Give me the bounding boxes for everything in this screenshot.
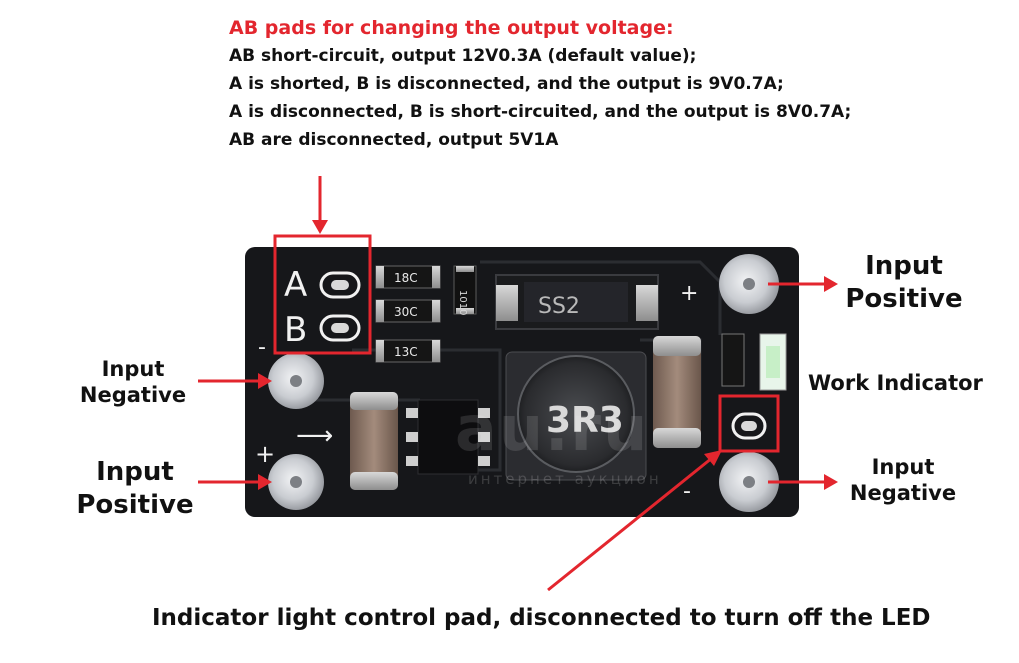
label-input-positive-right: Input Positive bbox=[843, 250, 965, 315]
led-resistor bbox=[721, 333, 745, 387]
note-line-1: AB short-circuit, output 12V0.3A (defaul… bbox=[229, 46, 697, 66]
resistor-1: 18C bbox=[375, 265, 441, 289]
label-line: Input bbox=[871, 455, 935, 479]
label-input-positive-left: Input Positive bbox=[74, 456, 196, 521]
resistor-2: 30C bbox=[375, 299, 441, 323]
minus-left-silk: - bbox=[258, 335, 266, 360]
ab-pads-highlight bbox=[273, 234, 372, 355]
schottky-diode: SS2 bbox=[495, 274, 659, 330]
arrow-silk: ⟶ bbox=[296, 421, 333, 451]
svg-text:30C: 30C bbox=[394, 305, 418, 319]
label-line: Input bbox=[96, 457, 174, 487]
label-input-negative-left: Input Negative bbox=[78, 356, 188, 409]
label-line: Input bbox=[865, 251, 943, 281]
resistor-3: 13C bbox=[375, 339, 441, 363]
small-diode: 1010 bbox=[453, 265, 477, 315]
pad-a bbox=[319, 271, 361, 299]
ab-pad-notes: AB pads for changing the output voltage:… bbox=[229, 14, 851, 154]
plus-right-silk: + bbox=[680, 281, 698, 306]
label-line: Positive bbox=[845, 283, 963, 314]
svg-text:3R3: 3R3 bbox=[546, 400, 624, 441]
label-line: Negative bbox=[849, 481, 957, 506]
ic-chip bbox=[406, 399, 490, 475]
label-line: Positive bbox=[76, 489, 194, 520]
indicator-pad-highlight bbox=[718, 394, 780, 453]
minus-right-silk: - bbox=[683, 479, 691, 504]
notes-heading: AB pads for changing the output voltage: bbox=[229, 17, 674, 39]
note-line-2: A is shorted, B is disconnected, and the… bbox=[229, 74, 784, 94]
svg-text:18C: 18C bbox=[394, 271, 418, 285]
note-line-3: A is disconnected, B is short-circuited,… bbox=[229, 102, 852, 122]
inductor: 3R3 bbox=[505, 351, 647, 481]
pad-a-letter: A bbox=[284, 265, 307, 305]
plus-left-silk: + bbox=[255, 440, 275, 468]
pad-b bbox=[319, 314, 361, 342]
label-input-negative-right: Input Negative bbox=[848, 454, 958, 507]
svg-text:SS2: SS2 bbox=[538, 294, 580, 319]
pad-b-letter: B bbox=[284, 310, 307, 350]
svg-text:1010: 1010 bbox=[457, 290, 468, 315]
capacitor-right bbox=[653, 336, 701, 448]
label-indicator-control-pad: Indicator light control pad, disconnecte… bbox=[152, 605, 931, 631]
svg-text:13C: 13C bbox=[394, 345, 418, 359]
label-line: Negative bbox=[79, 383, 187, 408]
indicator-control-pad bbox=[731, 412, 767, 440]
label-line: Input bbox=[101, 357, 165, 381]
annotation-arrows bbox=[198, 176, 838, 592]
work-indicator-led bbox=[759, 333, 787, 391]
label-work-indicator: Work Indicator bbox=[808, 371, 983, 395]
note-line-4: AB are disconnected, output 5V1A bbox=[229, 130, 559, 150]
capacitor-left bbox=[350, 392, 398, 490]
watermark-subtext: интернет аукцион bbox=[468, 470, 662, 488]
